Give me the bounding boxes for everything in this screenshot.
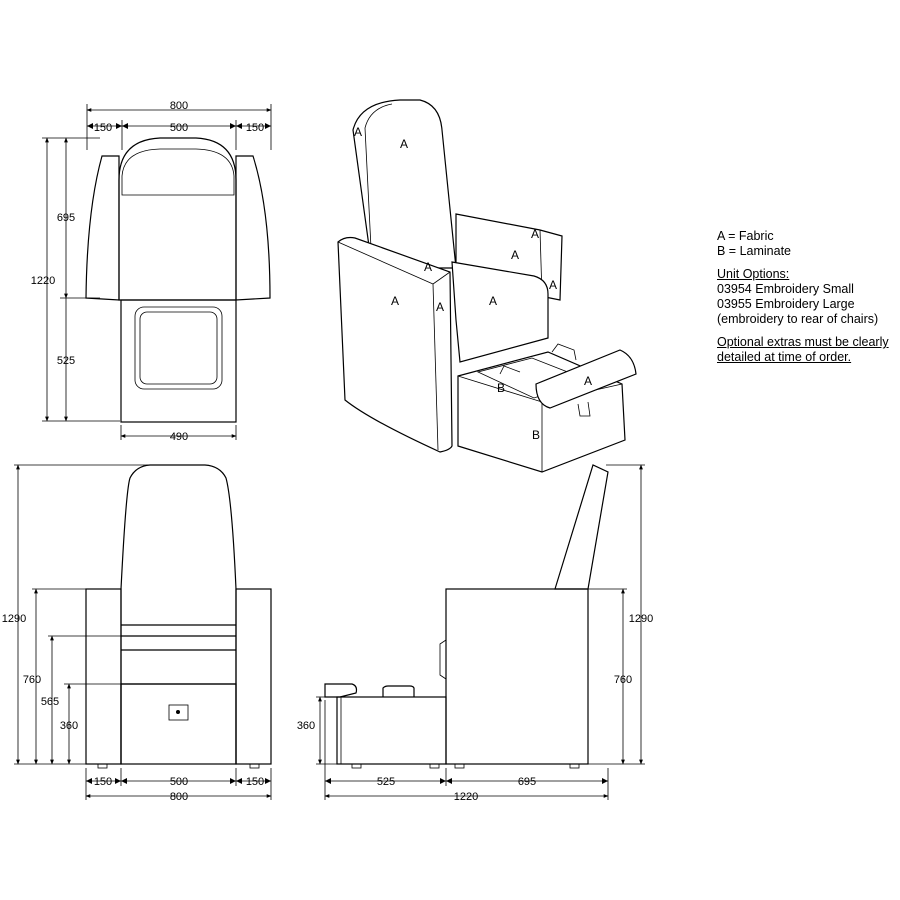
- iso-backrest: [352, 99, 457, 269]
- isometric-view: A A A A A A A A A A B B: [337, 99, 637, 473]
- unit-options-title: Unit Options:: [717, 267, 790, 281]
- side-seat-depth-label: 695: [518, 776, 536, 788]
- front-drawer-handle: [168, 704, 189, 721]
- side-arm-height-label: 760: [614, 674, 632, 686]
- plan-bowl-width-label: 490: [170, 431, 188, 443]
- notes-panel: A = Fabric B = Laminate Unit Options: 03…: [717, 229, 889, 365]
- mat-label-fabric: A: [511, 248, 519, 262]
- legend-laminate: B = Laminate: [717, 244, 792, 258]
- side-bowl-height-label: 360: [297, 720, 315, 732]
- optional-extras-line: Optional extras must be clearly: [717, 335, 889, 349]
- side-footrest: [324, 683, 358, 698]
- mat-label-fabric: A: [531, 227, 539, 241]
- mat-label-fabric: A: [436, 300, 444, 314]
- side-backrest: [554, 464, 609, 590]
- front-drawer: [120, 683, 237, 765]
- plan-width-label: 800: [170, 100, 188, 112]
- front-right-panel: [235, 588, 272, 765]
- side-total-height-label: 1290: [629, 613, 653, 625]
- unit-option-item: 03955 Embroidery Large: [717, 297, 855, 311]
- plan-depth-label: 1220: [31, 275, 55, 287]
- side-chair-body: [445, 588, 589, 765]
- plan-bowl-depth-label: 525: [57, 355, 75, 367]
- mat-label-laminate: B: [497, 381, 505, 395]
- front-seat-height-label: 565: [41, 696, 59, 708]
- front-backrest: [120, 464, 237, 590]
- front-width-label: 800: [170, 791, 188, 803]
- plan-seat-depth-label: 695: [57, 212, 75, 224]
- mat-label-fabric: A: [391, 294, 399, 308]
- plan-bowl-housing: [120, 299, 237, 423]
- front-arm-height-label: 760: [23, 674, 41, 686]
- plan-bowl-inner: [139, 311, 218, 385]
- plan-bowl-outer: [134, 306, 223, 390]
- side-bowl-depth-label: 525: [377, 776, 395, 788]
- mat-label-fabric: A: [549, 278, 557, 292]
- mat-label-fabric: A: [354, 125, 362, 139]
- plan-right-arm: [235, 155, 271, 301]
- front-side-right-label: 150: [246, 776, 264, 788]
- plan-headrest: [121, 148, 235, 196]
- plan-side-right-label: 150: [246, 122, 264, 134]
- mat-label-fabric: A: [424, 260, 432, 274]
- mat-label-fabric: A: [400, 137, 408, 151]
- iso-left-arm: [337, 236, 453, 453]
- side-bowl-handle: [382, 685, 415, 697]
- legend-fabric: A = Fabric: [717, 229, 774, 243]
- mat-label-fabric: A: [489, 294, 497, 308]
- side-view: 1290 760 360 525 695 1220: [297, 464, 653, 803]
- plan-seat: [118, 137, 237, 301]
- plan-view: 800 150 500 150 1220 695 525 490: [31, 100, 272, 443]
- front-side-left-label: 150: [94, 776, 112, 788]
- plan-centre-label: 500: [170, 122, 188, 134]
- side-bowl-unit: [336, 696, 447, 765]
- front-left-panel: [85, 588, 122, 765]
- side-length-label: 1220: [454, 791, 478, 803]
- plan-left-arm: [85, 155, 120, 301]
- unit-option-item: 03954 Embroidery Small: [717, 282, 854, 296]
- mat-label-fabric: A: [584, 374, 592, 388]
- optional-extras-line: detailed at time of order.: [717, 350, 852, 364]
- front-total-height-label: 1290: [2, 613, 26, 625]
- iso-footrest: [535, 349, 637, 409]
- iso-seat: [451, 261, 549, 363]
- mat-label-laminate: B: [532, 428, 540, 442]
- front-view: 1290 760 565 360 150 500 150 800: [2, 464, 272, 803]
- front-centre-label: 500: [170, 776, 188, 788]
- plan-side-left-label: 150: [94, 122, 112, 134]
- front-bowl-height-label: 360: [60, 720, 78, 732]
- unit-option-item: (embroidery to rear of chairs): [717, 312, 879, 326]
